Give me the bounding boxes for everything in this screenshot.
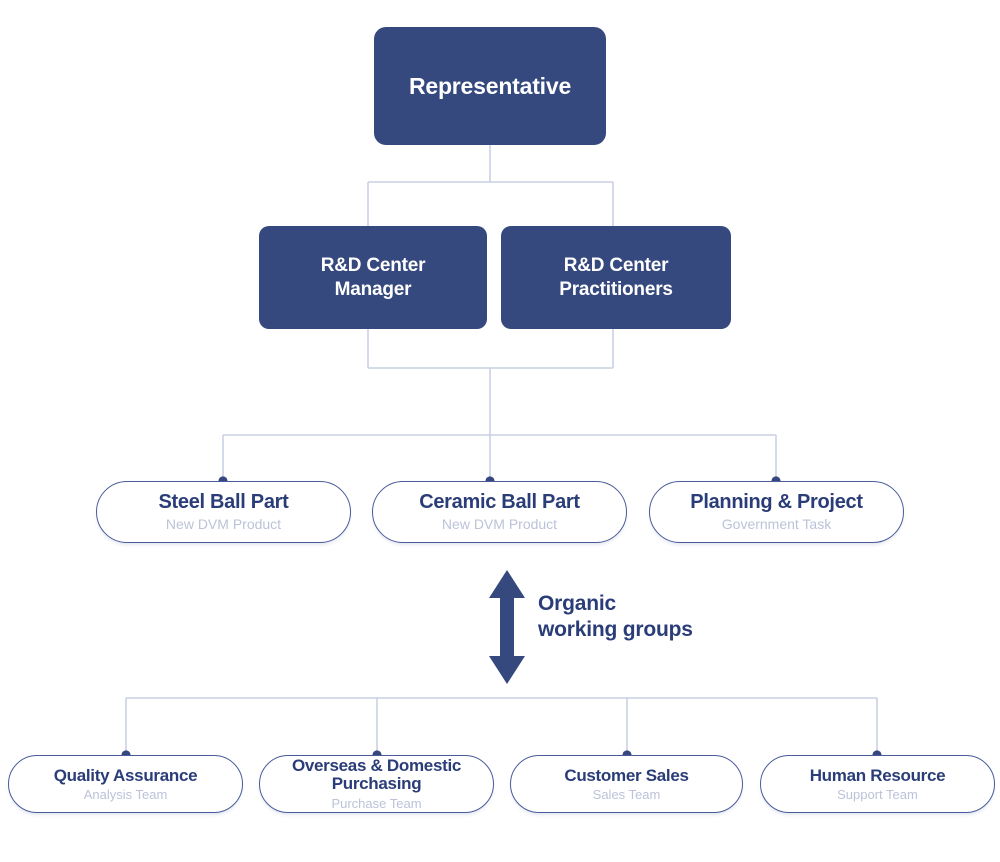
- node-rd-center-manager-label-line2: Manager: [334, 278, 412, 300]
- node-rd-center-practitioners-label: R&D Center Practitioners: [559, 254, 673, 300]
- node-planning-and-project[interactable]: Planning & Project Government Task: [649, 481, 904, 543]
- node-representative[interactable]: Representative: [374, 27, 606, 145]
- node-rd-center-practitioners[interactable]: R&D Center Practitioners: [501, 226, 731, 329]
- node-rd-center-manager-label-line1: R&D Center: [320, 255, 426, 277]
- node-ceramic-ball-part[interactable]: Ceramic Ball Part New DVM Product: [372, 481, 627, 543]
- node-steel-ball-part[interactable]: Steel Ball Part New DVM Product: [96, 481, 351, 543]
- node-steel-ball-part-title: Steel Ball Part: [158, 491, 289, 514]
- organic-working-groups-label-line1: Organic: [538, 592, 616, 615]
- node-quality-assurance-title: Quality Assurance: [53, 765, 198, 785]
- node-representative-label: Representative: [408, 72, 572, 99]
- node-overseas-and-domestic-purchasing[interactable]: Overseas & Domestic Purchasing Purchase …: [259, 755, 494, 813]
- double-headed-vertical-arrow-icon: [489, 570, 525, 684]
- node-human-resource-subtitle: Support Team: [837, 786, 918, 802]
- node-human-resource-title: Human Resource: [809, 765, 946, 785]
- node-ceramic-ball-part-subtitle: New DVM Product: [441, 515, 558, 532]
- node-quality-assurance[interactable]: Quality Assurance Analysis Team: [8, 755, 243, 813]
- node-overseas-and-domestic-purchasing-title-line1: Overseas & Domestic: [291, 755, 462, 775]
- organic-working-groups-label: Organic working groups: [538, 591, 768, 644]
- node-customer-sales-title: Customer Sales: [564, 765, 689, 785]
- node-human-resource[interactable]: Human Resource Support Team: [760, 755, 995, 813]
- node-planning-and-project-title: Planning & Project: [690, 491, 863, 514]
- node-overseas-and-domestic-purchasing-title: Overseas & Domestic Purchasing: [291, 755, 462, 794]
- node-rd-center-practitioners-label-line1: R&D Center: [563, 255, 669, 277]
- node-planning-and-project-subtitle: Government Task: [721, 515, 832, 532]
- node-quality-assurance-subtitle: Analysis Team: [83, 786, 168, 802]
- organic-working-groups-label-line2: working groups: [538, 618, 693, 642]
- node-ceramic-ball-part-title: Ceramic Ball Part: [419, 491, 580, 514]
- node-overseas-and-domestic-purchasing-subtitle: Purchase Team: [331, 795, 422, 811]
- node-overseas-and-domestic-purchasing-title-line2: Purchasing: [331, 774, 422, 794]
- node-customer-sales[interactable]: Customer Sales Sales Team: [510, 755, 743, 813]
- node-customer-sales-subtitle: Sales Team: [592, 786, 661, 802]
- node-rd-center-manager-label: R&D Center Manager: [321, 254, 426, 300]
- node-steel-ball-part-subtitle: New DVM Product: [165, 515, 282, 532]
- node-rd-center-practitioners-label-line2: Practitioners: [559, 278, 673, 300]
- node-rd-center-manager[interactable]: R&D Center Manager: [259, 226, 487, 329]
